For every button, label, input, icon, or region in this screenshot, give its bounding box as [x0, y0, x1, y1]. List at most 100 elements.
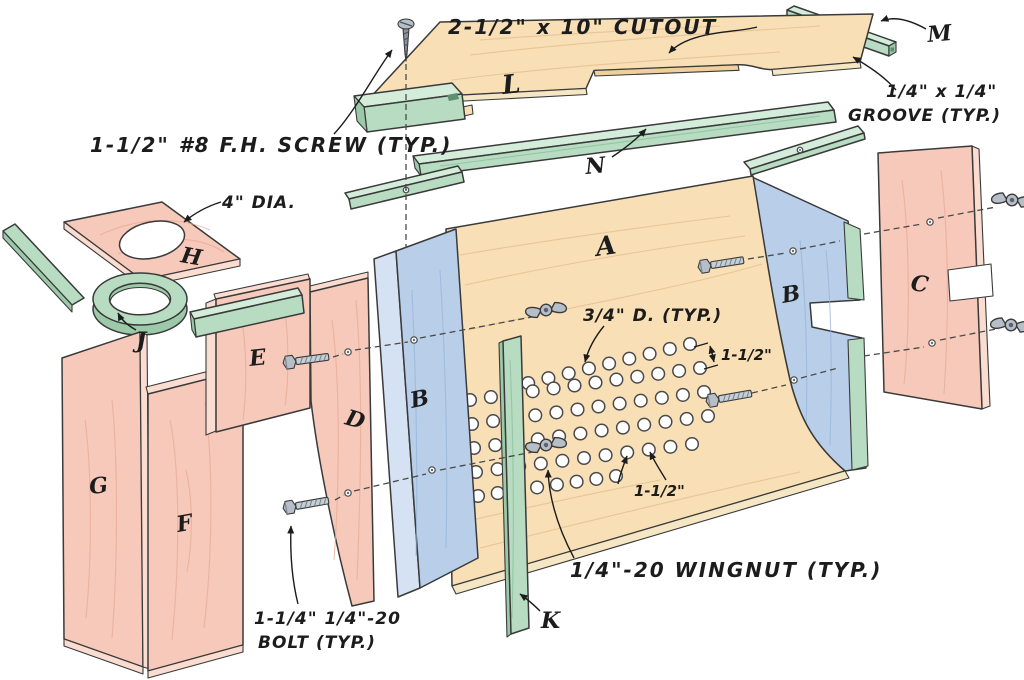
shaft-hole	[672, 363, 687, 378]
shaft-hole	[684, 436, 700, 452]
part-label-G: G	[88, 472, 109, 500]
part-label-J: J	[132, 328, 148, 354]
part-c-panel	[877, 145, 994, 410]
leader-screw	[333, 49, 393, 135]
part-label-E: E	[247, 344, 269, 372]
shaft-hole	[588, 375, 603, 390]
edge-band	[843, 221, 865, 301]
part-l-front-rail	[353, 82, 474, 133]
annotation-hole-dia: 3/4" D. (TYP.)	[583, 306, 722, 326]
annotation-screw: 1-1/2" #8 F.H. SCREW (TYP.)	[90, 133, 452, 157]
annotation-spacing-bottom: 1-1/2"	[634, 482, 685, 500]
leader-m	[880, 15, 927, 30]
dashed-centerlines	[332, 64, 997, 501]
leader-wingnut	[544, 469, 575, 559]
shaft-hole	[641, 442, 656, 457]
shaft-hole	[528, 408, 543, 423]
cutout-edge	[593, 64, 740, 77]
part-label-K: K	[540, 608, 561, 634]
shaft-hole	[615, 420, 630, 435]
shaft-hole	[651, 366, 666, 381]
dimension-spacing-bottom	[617, 451, 667, 485]
leader-k	[519, 593, 541, 612]
shaft-hole	[642, 346, 657, 361]
part-left-strip	[2, 223, 85, 313]
shaft-hole	[567, 378, 582, 393]
part-b-left-panel	[373, 228, 479, 598]
shaft-hole	[662, 341, 677, 356]
part-n-rail	[412, 101, 837, 177]
annotation-bolt-2: BOLT (TYP.)	[258, 633, 376, 653]
shaft-hole	[679, 411, 694, 426]
part-label-N: N	[583, 152, 607, 180]
annotation-groove-2: GROOVE (TYP.)	[848, 106, 1001, 126]
shaft-hole	[696, 384, 712, 400]
dimension-spacing-top	[693, 342, 719, 370]
shaft-hole	[700, 408, 716, 424]
shaft-hole	[633, 393, 648, 408]
shaft-hole	[549, 405, 564, 420]
groove-cut	[890, 47, 895, 52]
part-label-M: M	[925, 20, 953, 48]
shaft-hole	[591, 399, 606, 414]
shaft-hole	[675, 387, 690, 402]
leader-cutout	[668, 26, 758, 54]
round-hole	[118, 220, 186, 260]
shaft-hole	[549, 477, 564, 492]
shaft-hole	[486, 414, 501, 429]
annotation-groove-1: 1/4" x 1/4"	[886, 82, 997, 102]
annotation-wingnut: 1/4"-20 WINGNUT (TYP.)	[570, 558, 882, 582]
leader-groove	[852, 56, 897, 91]
screw-icon	[397, 18, 415, 62]
shaft-hole	[654, 390, 669, 405]
shaft-hole	[612, 396, 627, 411]
wingnut-icon	[988, 307, 1024, 343]
shaft-hole	[576, 450, 592, 466]
shaft-hole	[630, 369, 645, 384]
shaft-hole	[602, 356, 617, 371]
notch-cut	[947, 263, 994, 302]
annotation-cutout: 2-1/2" x 10" CUTOUT	[448, 15, 717, 39]
part-b-right-panel	[751, 176, 869, 472]
shaft-hole	[569, 474, 584, 489]
part-label-L: L	[500, 69, 522, 101]
part-j-ring	[92, 272, 188, 336]
shaft-hole	[663, 439, 678, 454]
annotation-spacing-top: 1-1/2"	[721, 346, 772, 364]
shaft-hole	[594, 423, 609, 438]
part-d-panel	[309, 271, 375, 607]
shaft-hole	[609, 372, 624, 387]
leader-arrows	[117, 15, 927, 612]
shaft-hole	[488, 438, 503, 453]
part-label-F: F	[174, 509, 196, 538]
shaft-hole	[490, 486, 505, 501]
shaft-hole	[570, 402, 585, 417]
annotation-dia: 4" DIA.	[221, 193, 296, 213]
part-a-curved-bed	[445, 175, 850, 595]
part-k-stick	[498, 335, 530, 638]
bottom-edge	[451, 470, 850, 595]
leader-hole-dia	[583, 325, 605, 363]
shaft-hole	[658, 414, 673, 429]
shaft-hole	[589, 471, 604, 486]
part-cleat-rail	[344, 165, 465, 210]
leader-j	[117, 312, 137, 331]
shaft-hole	[682, 336, 698, 352]
annotation-bolt-1: 1-1/4" 1/4"-20	[254, 609, 401, 629]
shaft-hole	[581, 361, 596, 376]
bolt-icon	[281, 493, 331, 516]
shaft-hole	[561, 366, 576, 381]
shaft-hole	[573, 426, 588, 441]
groove-cut	[447, 93, 459, 101]
wingnut-icon	[989, 182, 1024, 218]
part-l-shelf	[367, 13, 874, 107]
part-label-C: C	[909, 270, 930, 298]
edge-band	[847, 337, 869, 471]
shaft-hole	[598, 448, 613, 463]
annotation-texts: 2-1/2" x 10" CUTOUT 1-1/2" #8 F.H. SCREW…	[90, 15, 1001, 653]
part-groove-strip-right	[743, 125, 866, 176]
shaft-hole	[483, 390, 498, 405]
shaft-hole	[637, 417, 652, 432]
